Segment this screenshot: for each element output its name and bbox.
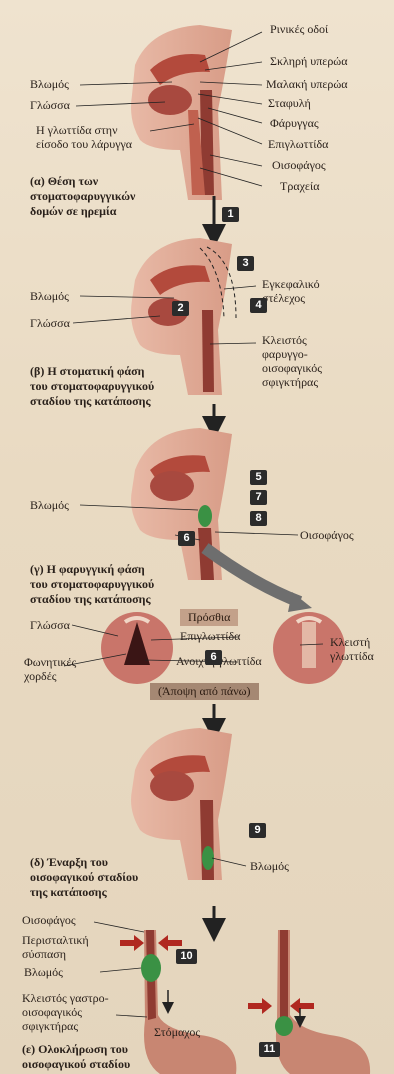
step-badge-9: 9 — [249, 823, 266, 838]
panel-b-head-illustration — [131, 238, 236, 395]
label-bolus-d: Βλωμός — [250, 860, 289, 873]
step-badge-3: 3 — [237, 256, 254, 271]
label-glottis-line1: Η γλωττίδα στην — [36, 124, 118, 137]
step-badge-6-top: 6 — [205, 650, 222, 665]
step-badge-5: 5 — [250, 470, 267, 485]
label-vocal-cords-line2: χορδές — [24, 670, 57, 683]
label-epiglottis-top: Επιγλωττίδα — [180, 630, 240, 643]
label-closed-glottis-line2: γλωττίδα — [330, 650, 374, 663]
caption-a-line2: στοματοφαρυγγικών — [30, 189, 135, 203]
step-badge-1: 1 — [222, 207, 239, 222]
label-bolus-b: Βλωμός — [30, 290, 69, 303]
caption-c-line3: σταδίου της κατάποσης — [30, 592, 151, 606]
step-badge-6: 6 — [178, 531, 195, 546]
label-closed-ues-line2: φαρυγγο- — [262, 348, 308, 361]
label-closed-ues-line3: οισοφαγικός — [262, 362, 322, 375]
caption-a-line3: δομών σε ηρεμία — [30, 204, 116, 218]
step-badge-10: 10 — [176, 949, 197, 964]
label-closed-ues-line4: σφιγκτήρας — [262, 376, 318, 389]
label-trachea: Τραχεία — [280, 180, 320, 193]
caption-d-line3: της κατάποσης — [30, 885, 107, 899]
label-glottis-line2: είσοδο του λάρυγγα — [36, 138, 132, 151]
caption-b-line3: σταδίου της κατάποσης — [30, 394, 151, 408]
step-badge-7: 7 — [250, 490, 267, 505]
label-les-line3: σφιγκτήρας — [22, 1020, 78, 1033]
step-badge-11: 11 — [259, 1042, 280, 1057]
label-bolus-e: Βλωμός — [24, 966, 63, 979]
label-epiglottis: Επιγλωττίδα — [268, 138, 328, 151]
caption-b-line2: του στοματοφαρυγγικού — [30, 379, 154, 393]
panel-d-head-illustration — [131, 728, 232, 880]
label-esophagus-c: Οισοφάγος — [300, 529, 354, 542]
label-anterior: Πρόσθια — [180, 609, 238, 626]
caption-e-line2: οισοφαγικού σταδίου — [22, 1057, 130, 1071]
caption-e-line1: (ε) Ολοκλήρωση του — [22, 1042, 128, 1056]
label-les-line1: Κλειστός γαστρο- — [22, 992, 109, 1005]
label-brainstem-line2: στέλεχος — [262, 292, 305, 305]
label-nasal-passages: Ρινικές οδοί — [270, 23, 328, 36]
label-tongue-top: Γλώσσα — [30, 619, 70, 632]
label-les-line2: οισοφαγικός — [22, 1006, 82, 1019]
label-esophagus-e: Οισοφάγος — [22, 914, 76, 927]
label-closed-glottis-line1: Κλειστή — [330, 636, 370, 649]
label-tongue-b: Γλώσσα — [30, 317, 70, 330]
label-bolus-c: Βλωμός — [30, 499, 69, 512]
caption-d-line1: (δ) Έναρξη του — [30, 855, 108, 869]
label-closed-ues-line1: Κλειστός — [262, 334, 307, 347]
label-top-view: (Άποψη από πάνω) — [150, 683, 259, 700]
caption-a-line1: (α) Θέση των — [30, 174, 98, 188]
label-peristalsis-line1: Περισταλτική — [22, 934, 89, 947]
label-bolus-a: Βλωμός — [30, 78, 69, 91]
label-uvula: Σταφυλή — [268, 97, 311, 110]
label-soft-palate: Μαλακή υπερώα — [266, 78, 348, 91]
step-badge-2: 2 — [172, 301, 189, 316]
panel-e-esophagus-right — [275, 930, 370, 1074]
caption-d-line2: οισοφαγικού σταδίου — [30, 870, 138, 884]
label-hard-palate: Σκληρή υπερώα — [270, 55, 348, 68]
label-peristalsis-line2: σύσπαση — [22, 948, 66, 961]
caption-c-line2: του στοματοφαρυγγικού — [30, 577, 154, 591]
label-vocal-cords-line1: Φωνητικές — [24, 656, 76, 669]
step-badge-8: 8 — [250, 511, 267, 526]
caption-c-line1: (γ) Η φαρυγγική φάση — [30, 562, 145, 576]
caption-b-line1: (β) Η στοματική φάση — [30, 364, 144, 378]
label-brainstem-line1: Εγκεφαλικό — [262, 278, 320, 291]
panel-a-head-illustration — [131, 25, 232, 200]
label-esophagus-a: Οισοφάγος — [272, 159, 326, 172]
label-stomach: Στόμαχος — [154, 1026, 200, 1039]
label-tongue-a: Γλώσσα — [30, 99, 70, 112]
label-pharynx: Φάρυγγας — [270, 117, 319, 130]
step-badge-4: 4 — [250, 298, 267, 313]
